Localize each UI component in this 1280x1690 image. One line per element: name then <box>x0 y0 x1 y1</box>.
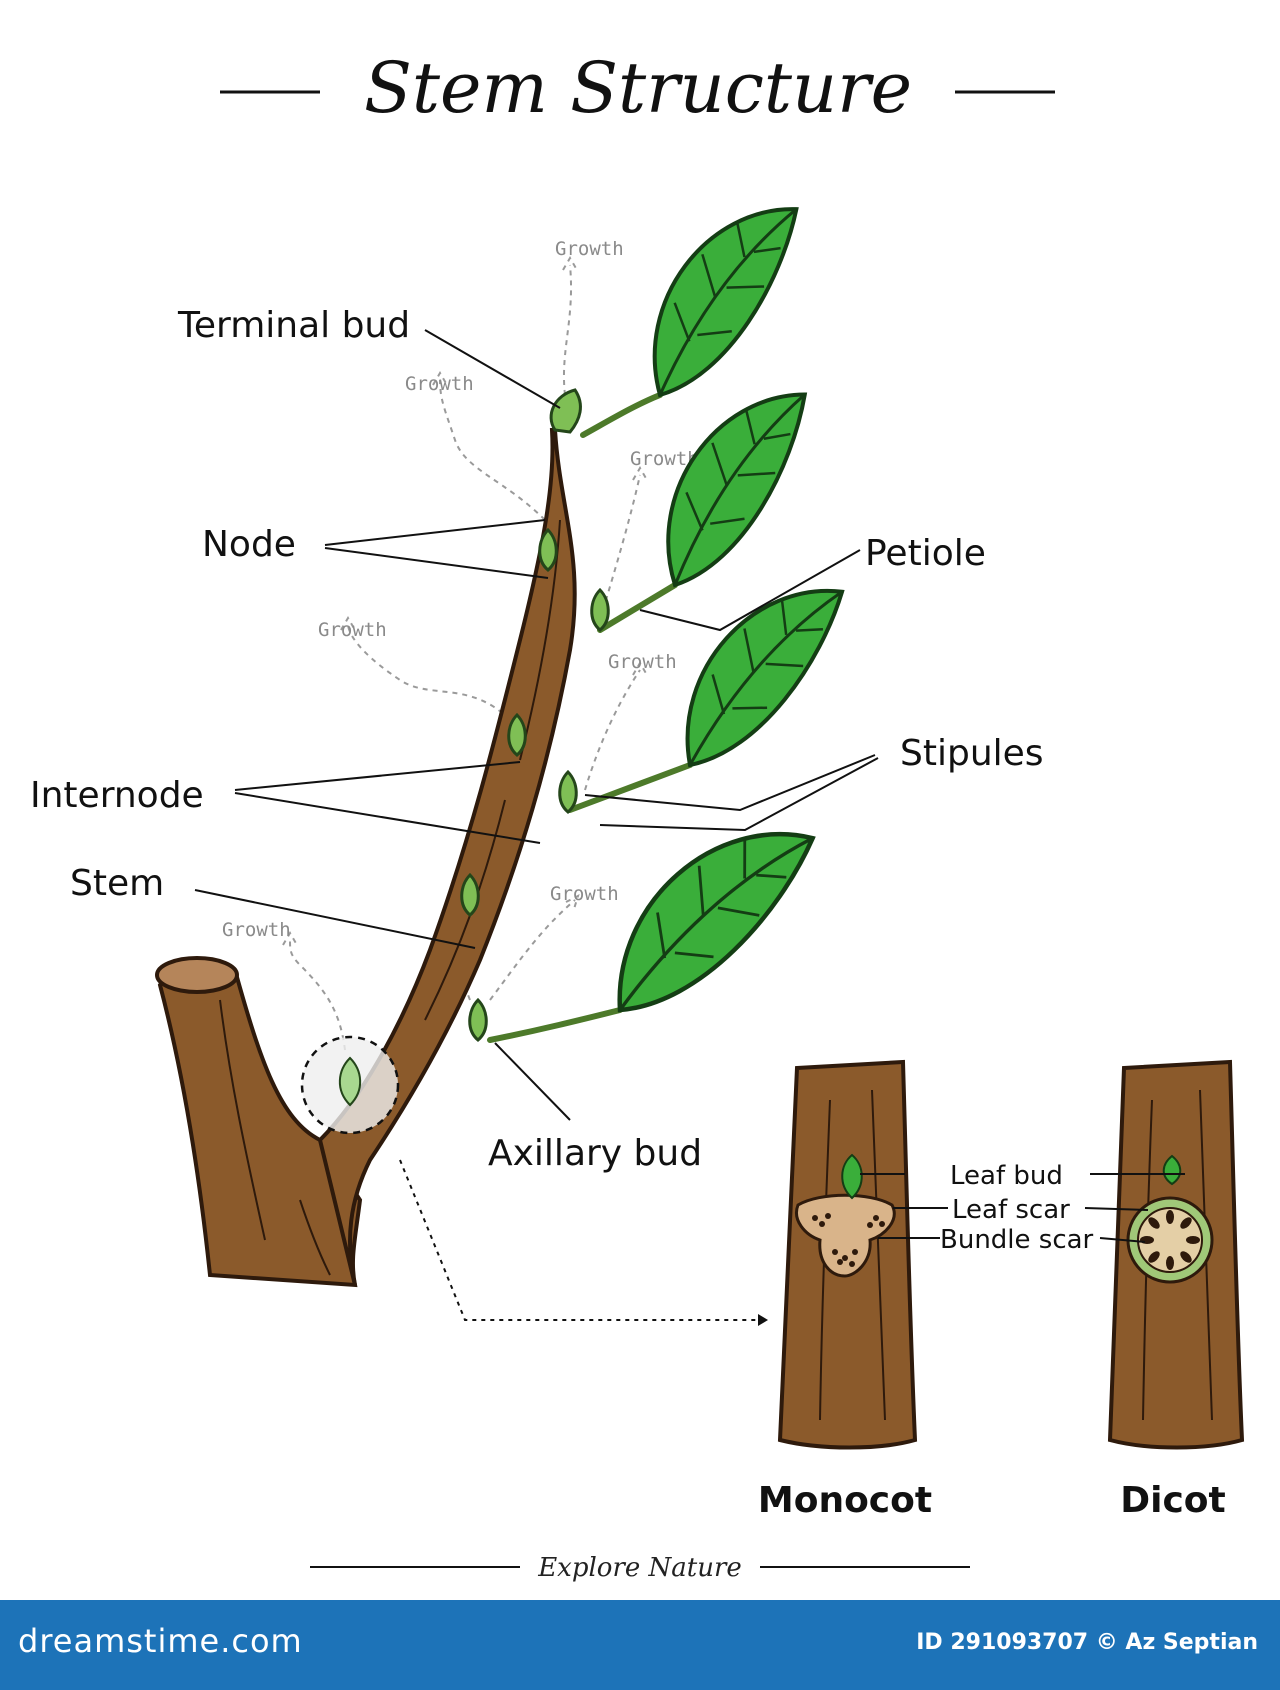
stump-cut <box>155 956 239 994</box>
detail-connector <box>399 1159 765 1321</box>
stem-structure-diagram: Stem Structure Growth Growth Growth Grow… <box>30 47 1245 1583</box>
leaf-3 <box>645 557 869 781</box>
detail-connector-arrow <box>758 1314 768 1326</box>
axillary-bud-icon <box>338 1056 362 1107</box>
growth-label: Growth <box>555 238 624 260</box>
label-stipules: Stipules <box>900 733 1044 774</box>
dicot-stem <box>1107 1059 1245 1450</box>
label-node: Node <box>202 524 296 565</box>
monocot-stem <box>777 1059 918 1450</box>
caption-dicot: Dicot <box>1120 1480 1226 1521</box>
label-terminal-bud: Terminal bud <box>177 305 410 346</box>
growth-label: Growth <box>318 619 387 641</box>
label-leaf-bud: Leaf bud <box>950 1161 1063 1191</box>
label-stem: Stem <box>70 863 164 904</box>
label-bundle-scar: Bundle scar <box>940 1225 1094 1255</box>
terminal-bud-tip <box>549 388 582 434</box>
page-title: Stem Structure <box>364 47 912 129</box>
label-petiole: Petiole <box>865 533 986 574</box>
label-leaf-scar: Leaf scar <box>952 1195 1070 1225</box>
detail-leaders <box>860 1173 1185 1243</box>
leader-lines <box>194 329 879 1121</box>
growth-label: Growth <box>608 651 677 673</box>
growth-labels: Growth Growth Growth Growth Growth Growt… <box>222 238 699 941</box>
label-internode: Internode <box>30 775 204 816</box>
footer-bar: dreamstime.com ID 291093707 © Az Septian <box>0 1600 1280 1690</box>
petioles <box>487 392 693 1043</box>
caption-monocot: Monocot <box>758 1480 932 1521</box>
footer-credit: ID 291093707 © Az Septian <box>916 1630 1258 1655</box>
label-axillary-bud: Axillary bud <box>488 1133 702 1174</box>
growth-label: Growth <box>405 373 474 395</box>
leaf-4 <box>576 795 838 1030</box>
leaf-1 <box>608 175 827 412</box>
subtitle: Explore Nature <box>537 1553 742 1583</box>
growth-label: Growth <box>222 919 291 941</box>
growth-label: Growth <box>630 448 699 470</box>
footer-brand[interactable]: dreamstime.com <box>18 1622 303 1660</box>
growth-label: Growth <box>550 883 619 905</box>
